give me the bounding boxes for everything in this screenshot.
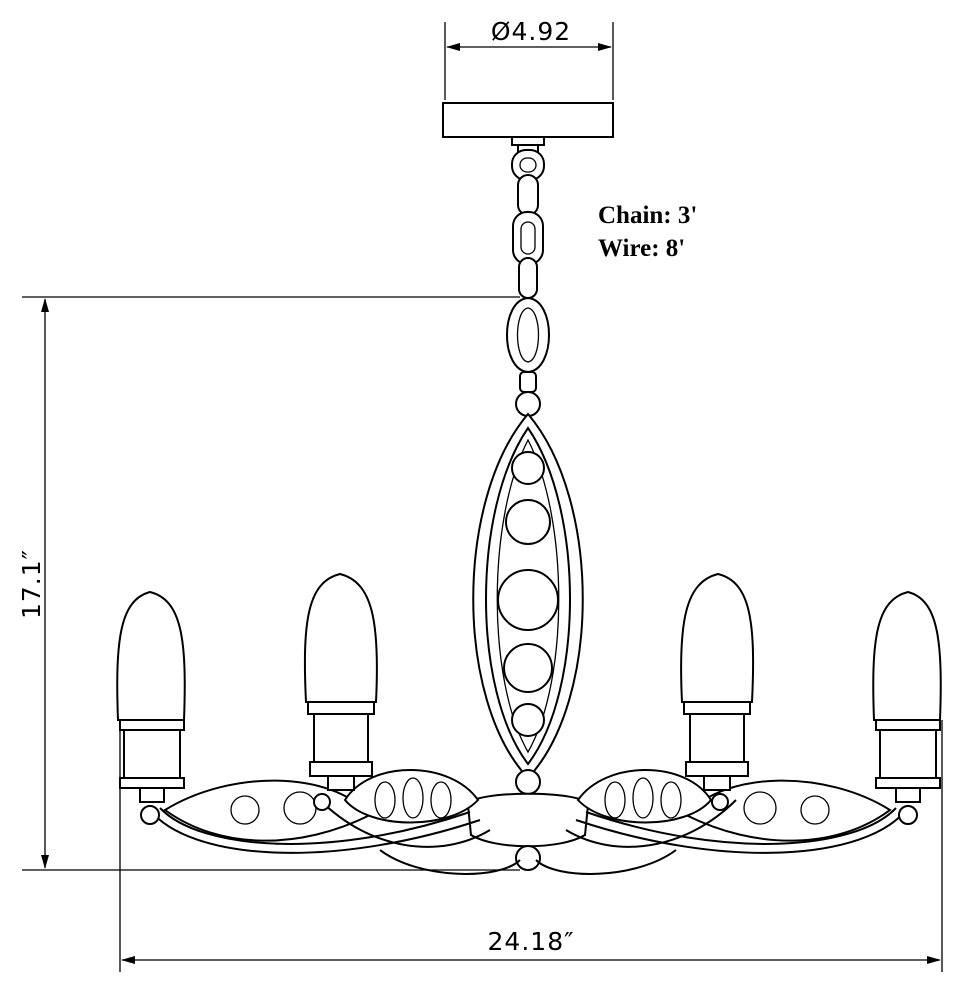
height-dimension: 17.1″ bbox=[17, 296, 520, 871]
width-dimension: 24.18″ bbox=[119, 720, 943, 972]
canopy-dimension: Ø4.92 bbox=[444, 17, 614, 100]
height-label: 17.1″ bbox=[17, 549, 46, 619]
bulb-right-outer bbox=[872, 590, 942, 825]
canopy-diameter-label: Ø4.92 bbox=[491, 17, 571, 46]
wire-length-note: Wire: 8' bbox=[598, 235, 685, 262]
bulb-left-inner bbox=[303, 572, 378, 811]
chain-length-note: Chain: 3' bbox=[598, 202, 697, 229]
bulb-right-inner bbox=[680, 572, 755, 811]
bulb-left-outer bbox=[116, 590, 186, 825]
chain bbox=[506, 149, 550, 393]
width-label: 24.18″ bbox=[488, 927, 575, 956]
body-bowl bbox=[466, 792, 590, 871]
center-column bbox=[472, 391, 584, 795]
canopy bbox=[442, 102, 614, 158]
